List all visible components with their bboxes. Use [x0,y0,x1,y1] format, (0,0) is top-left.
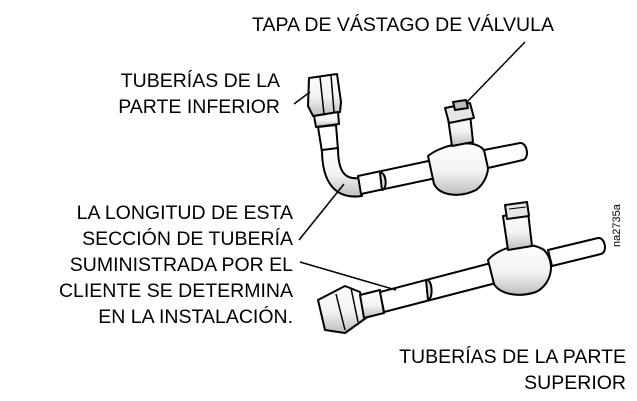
upper-flare-nut [317,285,367,334]
lower-flare-nut [307,73,342,117]
lower-valve-body [427,142,490,196]
upper-piping-line-2: SUPERIOR [524,372,626,394]
valve-cap-leader [465,41,526,104]
length-note-line-3: SUMINISTRADA POR EL [69,254,293,276]
upper-valve-stem-cap [504,201,530,220]
length-note-line-1: LA LONGITUD DE ESTA [76,202,293,224]
length-note-leader-upper [299,261,397,291]
lower-outlet-tube [483,142,528,169]
valve-stem-cap-label: TAPA DE VÁSTAGO DE VÁLVULA [252,14,554,36]
lower-piping-assembly [307,73,528,198]
leader-lines [293,41,526,291]
upper-outlet-tube [547,237,606,267]
upper-long-tube [379,261,501,313]
lower-piping-line-2: PARTE INFERIOR [118,96,280,118]
upper-valve-body [487,244,552,296]
lower-horizontal-tube [357,159,437,195]
lower-piping-leader [293,91,311,105]
lower-piping-line-1: TUBERÍAS DE LA [120,70,280,92]
lower-piping-label: TUBERÍAS DE LA PARTE INFERIOR [118,68,280,120]
length-note-line-4: CLIENTE SE DETERMINA [58,280,293,302]
lower-bend-tube [321,147,363,198]
figure-id: na2735a [611,204,623,247]
upper-piping-label: TUBERÍAS DE LA PARTE SUPERIOR [399,344,626,396]
length-note-label: LA LONGITUD DE ESTA SECCIÓN DE TUBERÍA S… [59,200,293,330]
upper-piping-line-1: TUBERÍAS DE LA PARTE [399,346,626,368]
upper-piping-assembly [317,201,606,334]
length-note-line-5: EN LA INSTALACIÓN. [98,306,293,328]
length-note-leader-lower [298,183,345,241]
length-note-line-2: SECCIÓN DE TUBERÍA [82,228,293,250]
